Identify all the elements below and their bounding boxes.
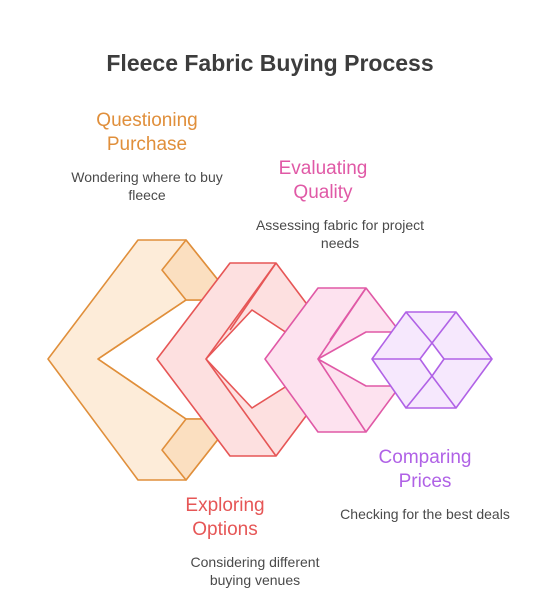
step-4-title: Comparing Prices bbox=[378, 447, 472, 492]
step-4-description: Checking for the best deals bbox=[340, 506, 510, 522]
step-3-title: Exploring Options bbox=[185, 495, 265, 540]
step-3-description: Considering different buying venues bbox=[190, 554, 320, 588]
step-2-shape bbox=[264, 287, 401, 433]
step-2-description: Assessing fabric for project needs bbox=[255, 217, 425, 251]
step-1-title: Questioning Purchase bbox=[96, 110, 198, 155]
step-4-shape bbox=[371, 311, 493, 409]
step-1-description: Wondering where to buy fleece bbox=[71, 169, 223, 203]
step-3-shape bbox=[156, 262, 331, 457]
step-2-title: Evaluating Quality bbox=[278, 158, 368, 203]
page-title: Fleece Fabric Buying Process bbox=[106, 50, 434, 76]
